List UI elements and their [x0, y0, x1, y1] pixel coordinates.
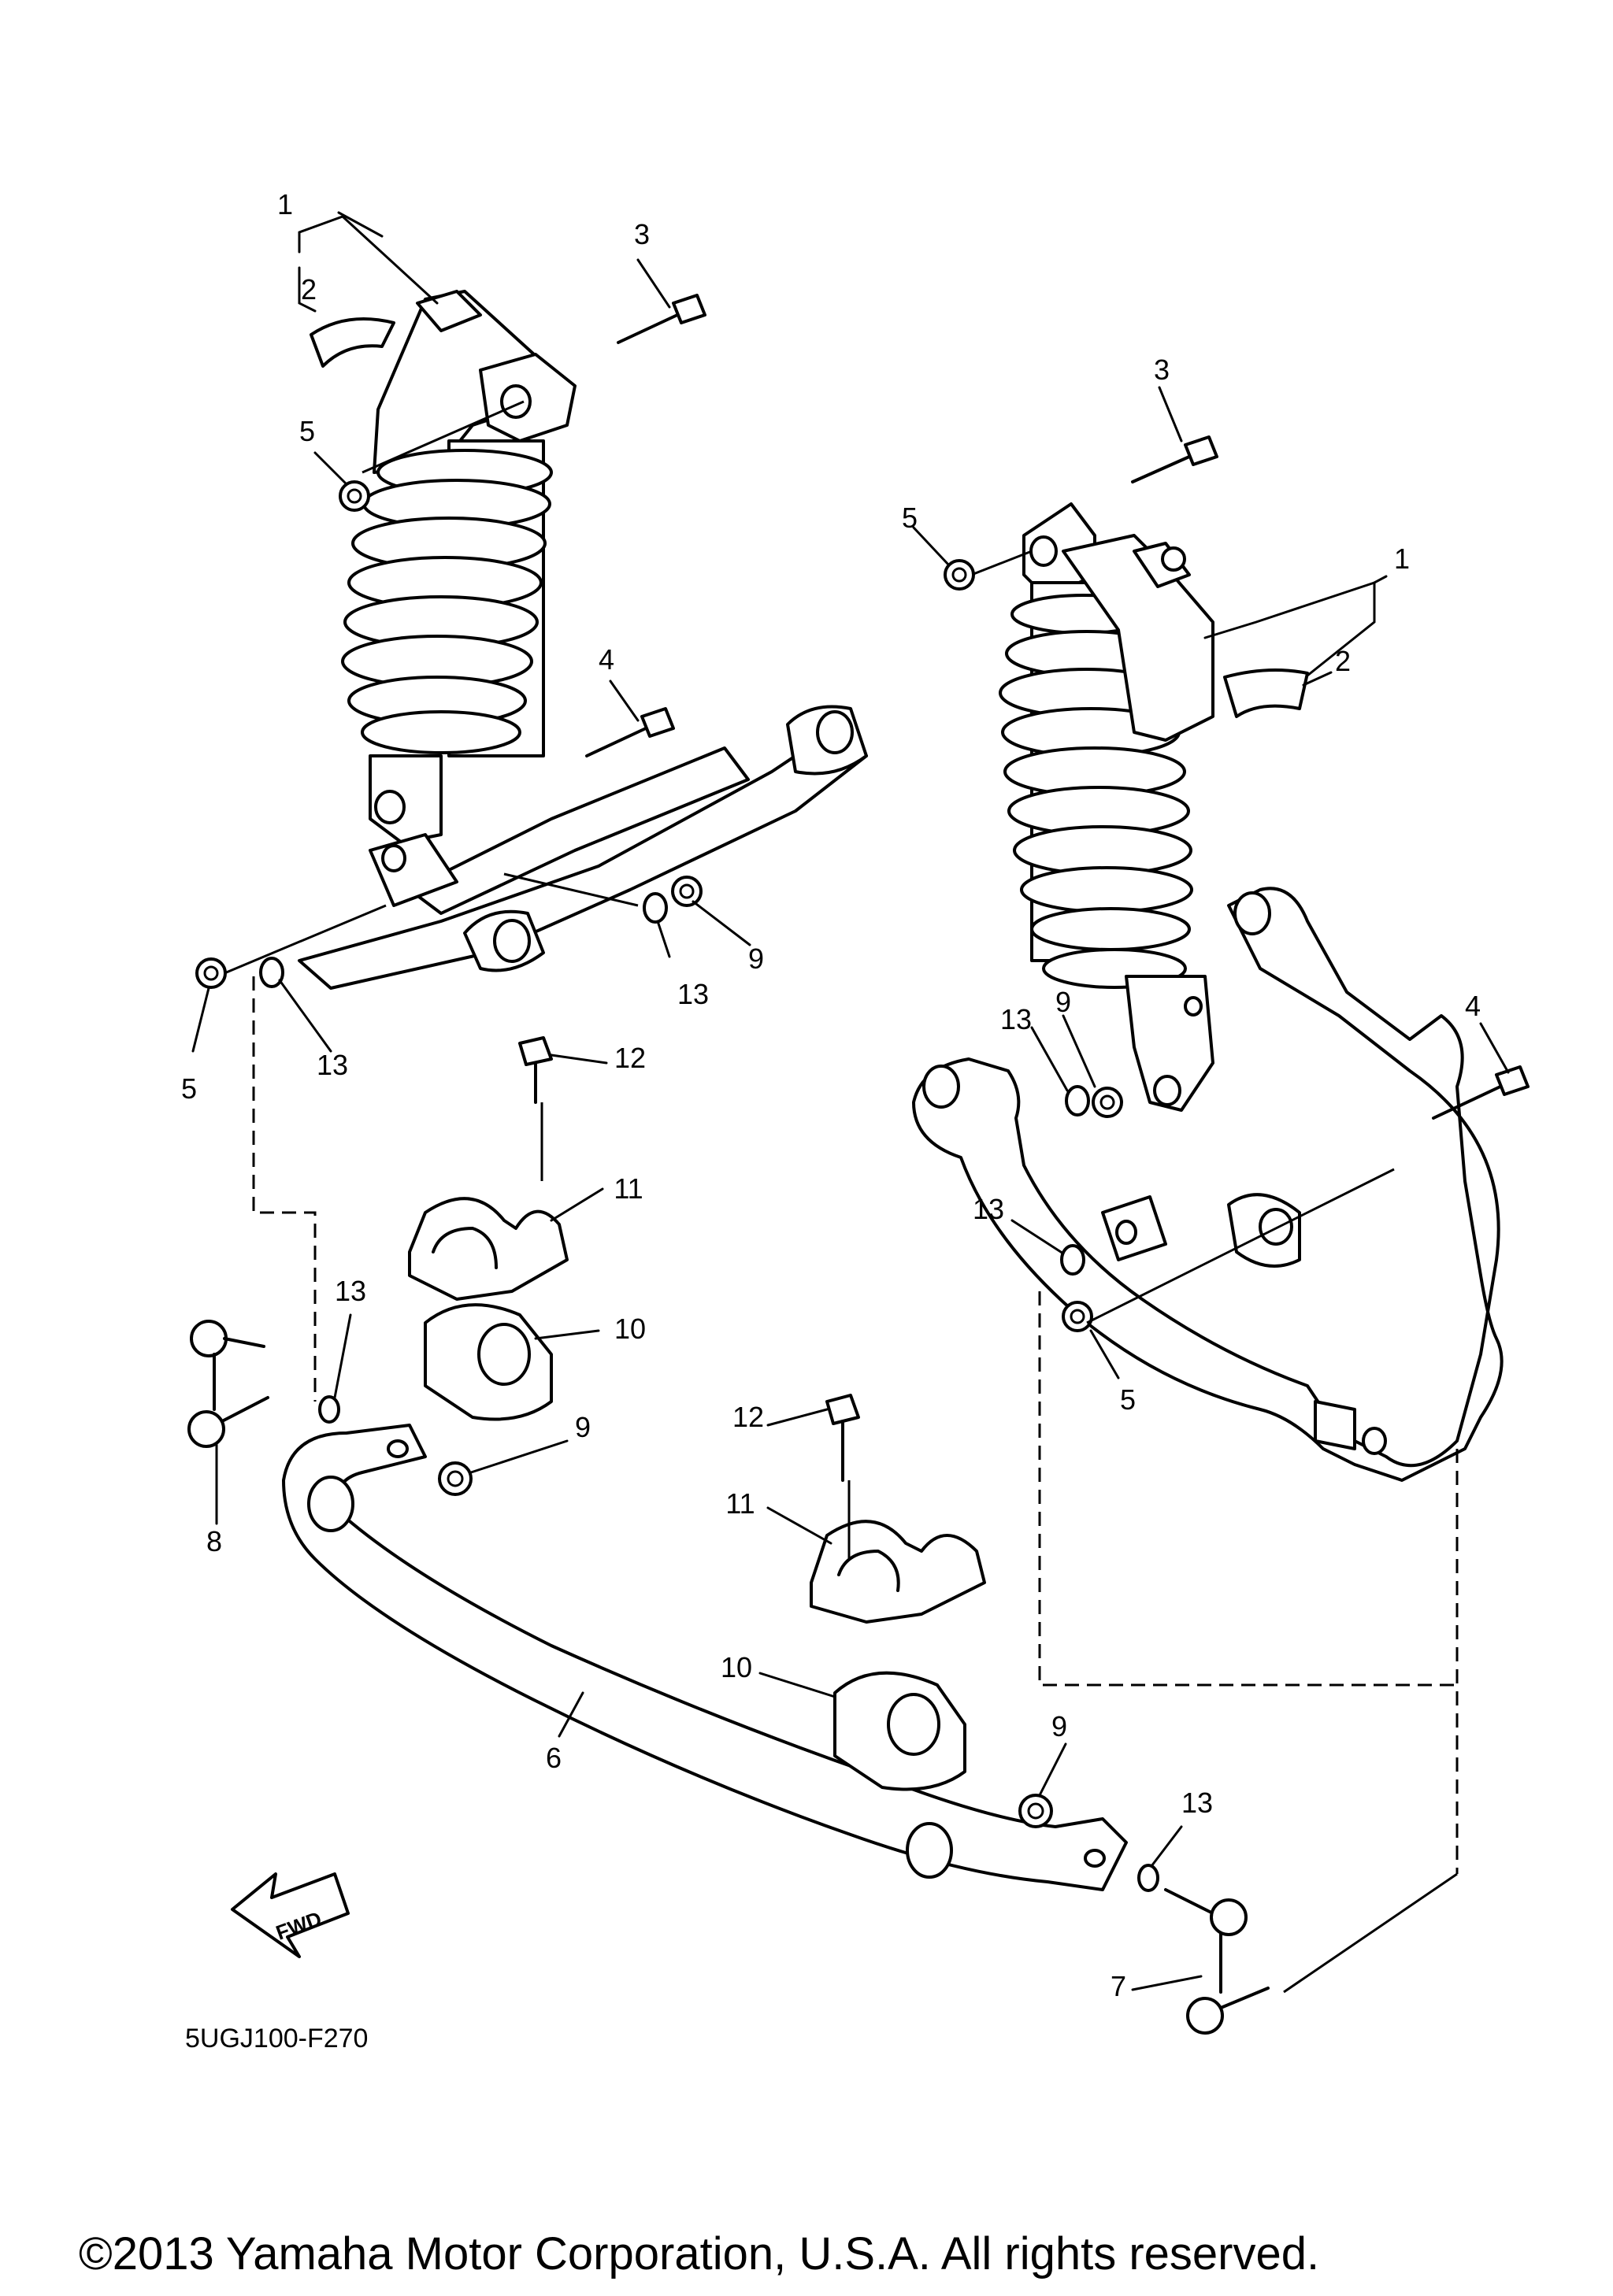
center-bushing — [833, 1671, 966, 1791]
stabilizer-bar — [282, 1424, 1128, 1891]
right-upper-nut — [944, 559, 975, 591]
callout-1: 1 — [277, 188, 293, 220]
left-stabilizer-holder — [408, 1197, 569, 1301]
left-upper-holder-bolt — [518, 1036, 553, 1104]
callout-13: 13 — [317, 1049, 348, 1081]
right-upper-bolt — [1131, 435, 1218, 483]
callout-labels: 1 2 3 5 4 13 9 5 13 12 11 10 13 8 9 3 5 … — [181, 188, 1481, 2002]
left-upper-nut — [339, 480, 370, 512]
left-a-arm — [298, 705, 868, 990]
callout-9: 9 — [575, 1411, 591, 1443]
callout-10: 10 — [614, 1313, 646, 1345]
callout-12: 12 — [732, 1401, 764, 1433]
center-upper-holder-bolt — [825, 1394, 860, 1482]
callout-7: 7 — [1111, 1970, 1126, 2002]
alignment-lines — [224, 400, 1459, 1994]
right-link-nut — [1018, 1794, 1053, 1828]
right-clip — [1223, 668, 1309, 718]
callout-13: 13 — [973, 1193, 1004, 1225]
callout-13: 13 — [1000, 1003, 1032, 1035]
fwd-arrow: FWD — [231, 1872, 350, 1958]
callout-3: 3 — [634, 218, 650, 250]
right-reservoir — [1062, 534, 1214, 742]
callout-12: 12 — [614, 1042, 646, 1074]
callout-4: 4 — [1465, 990, 1481, 1022]
callout-9: 9 — [1055, 986, 1071, 1018]
callout-5: 5 — [299, 415, 315, 447]
callout-10: 10 — [721, 1651, 752, 1683]
callout-5: 5 — [181, 1072, 197, 1105]
right-link-washer — [1137, 1864, 1159, 1892]
callout-11: 11 — [725, 1487, 755, 1520]
callout-4: 4 — [599, 643, 614, 676]
left-shock-absorber — [341, 290, 577, 844]
callout-1: 1 — [1394, 543, 1410, 575]
left-upper-bolt — [617, 294, 706, 344]
callout-5: 5 — [902, 502, 918, 534]
left-lower-washer — [259, 957, 284, 988]
left-arm-nut — [671, 876, 703, 907]
callout-6: 6 — [546, 1742, 562, 1774]
left-lower-nut — [195, 957, 227, 989]
right-arm-bolt — [1432, 1065, 1530, 1120]
callout-13: 13 — [1181, 1787, 1213, 1819]
callout-13: 13 — [335, 1275, 366, 1307]
left-lower-bolt — [585, 707, 675, 757]
right-arm-washer-lower — [1060, 1244, 1085, 1276]
callout-3: 3 — [1154, 354, 1170, 386]
callout-2: 2 — [301, 273, 317, 306]
callout-8: 8 — [206, 1525, 222, 1557]
left-link-washer — [318, 1395, 340, 1424]
callout-9: 9 — [1051, 1710, 1067, 1742]
callout-13: 13 — [677, 978, 709, 1010]
callout-11: 11 — [614, 1172, 643, 1205]
copyright-notice: ©2013 Yamaha Motor Corporation, U.S.A. A… — [79, 2228, 1319, 2279]
left-arm-washer — [643, 892, 668, 924]
center-stabilizer-holder — [810, 1520, 986, 1624]
right-arm-nut — [1092, 1087, 1123, 1118]
right-shock-absorber — [999, 502, 1214, 1112]
left-link-nut — [438, 1461, 473, 1496]
left-stabilizer-link — [187, 1320, 269, 1448]
right-stabilizer-link — [1164, 1888, 1270, 2035]
left-clip — [310, 317, 395, 368]
left-bushing — [424, 1303, 553, 1421]
right-a-arm — [912, 887, 1504, 1482]
leader-lines — [191, 211, 1510, 1991]
callout-2: 2 — [1335, 645, 1351, 677]
drawing-code: 5UGJ100-F270 — [185, 2024, 368, 2053]
callout-9: 9 — [748, 942, 764, 975]
callout-5: 5 — [1120, 1383, 1136, 1416]
right-lower-nut — [1062, 1301, 1093, 1332]
right-arm-washer — [1065, 1085, 1090, 1117]
